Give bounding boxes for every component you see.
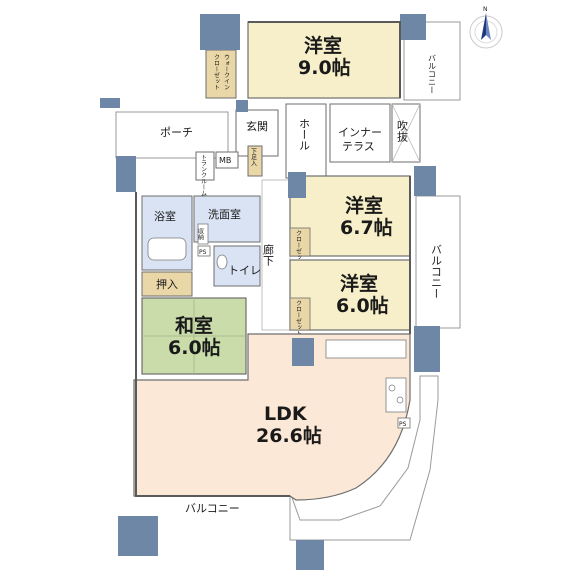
balcony-bottom-label: バルコニー bbox=[185, 502, 240, 515]
shoe-storage-label: 下足入 bbox=[250, 148, 257, 166]
oshiire-label: 押入 bbox=[156, 277, 178, 291]
porch bbox=[115, 111, 229, 159]
porch-label: ポーチ bbox=[160, 126, 193, 139]
bedroom-6-0-size: 6.0帖 bbox=[336, 294, 389, 317]
structural-columns bbox=[100, 14, 440, 570]
corridor bbox=[261, 179, 291, 331]
walkin-closet-label-1: ウォークイン bbox=[223, 54, 230, 90]
mb-box bbox=[215, 151, 239, 169]
washitsu-size: 6.0帖 bbox=[168, 336, 221, 359]
compass-north-label: N bbox=[483, 6, 488, 13]
kitchen-counter bbox=[325, 339, 407, 359]
inner-terrace-label-2: テラス bbox=[342, 140, 375, 153]
balcony-top-label: バルコニー bbox=[428, 54, 437, 94]
storage-box bbox=[197, 223, 209, 245]
trunk-room-label: トランクルーム bbox=[200, 154, 207, 196]
bedroom-9-room bbox=[247, 21, 401, 99]
mb-label: MB bbox=[219, 156, 231, 165]
washitsu-name: 和室 bbox=[175, 314, 213, 337]
ldk-room bbox=[133, 333, 411, 501]
closet-2-label: クローゼット bbox=[295, 300, 302, 336]
bathtub-icon bbox=[147, 237, 187, 261]
toilet-icon bbox=[216, 254, 228, 270]
bedroom-9-size: 9.0帖 bbox=[298, 56, 351, 79]
ps-kitchen-box bbox=[397, 417, 411, 429]
ldk-size: 26.6帖 bbox=[256, 424, 322, 447]
oshiire bbox=[141, 271, 193, 297]
bathroom-label: 浴室 bbox=[154, 209, 176, 223]
closet-1 bbox=[289, 227, 311, 257]
genkan-label: 玄関 bbox=[246, 119, 268, 133]
balcony-right-label: バルコニー bbox=[430, 244, 443, 299]
bedroom-6-0-name: 洋室 bbox=[340, 272, 378, 295]
hall bbox=[285, 103, 327, 179]
compass: N bbox=[469, 6, 503, 49]
compass-needle-icon bbox=[481, 13, 486, 40]
toilet-label: トイレ bbox=[228, 264, 261, 277]
inner-terrace bbox=[329, 103, 391, 163]
outer-walls bbox=[135, 21, 411, 497]
walkin-closet-label-2: クローゼット bbox=[213, 54, 220, 90]
ldk-name: LDK bbox=[264, 403, 308, 425]
ps-box bbox=[197, 245, 211, 257]
trunk-room bbox=[195, 151, 215, 181]
inner-terrace-label-1: インナー bbox=[338, 126, 382, 139]
closet-2 bbox=[289, 297, 311, 331]
storage-label: 収納 bbox=[197, 228, 204, 241]
washroom-label: 洗面室 bbox=[208, 207, 241, 221]
hall-label: ホール bbox=[298, 118, 311, 151]
bedroom-6-7-size: 6.7帖 bbox=[340, 216, 393, 239]
fukinuke-label: 吹抜 bbox=[396, 120, 409, 143]
bedroom-6-7-name: 洋室 bbox=[345, 194, 383, 217]
stove-icon bbox=[385, 377, 407, 413]
bedroom-9-name: 洋室 bbox=[304, 34, 342, 57]
ps-label: PS bbox=[199, 249, 207, 256]
corridor-label: 廊下 bbox=[262, 243, 275, 267]
ps-kitchen-label: PS bbox=[399, 421, 407, 428]
walkin-closet bbox=[205, 49, 237, 99]
shoe-storage bbox=[247, 145, 263, 177]
closet-1-label: クローゼット bbox=[295, 230, 302, 266]
